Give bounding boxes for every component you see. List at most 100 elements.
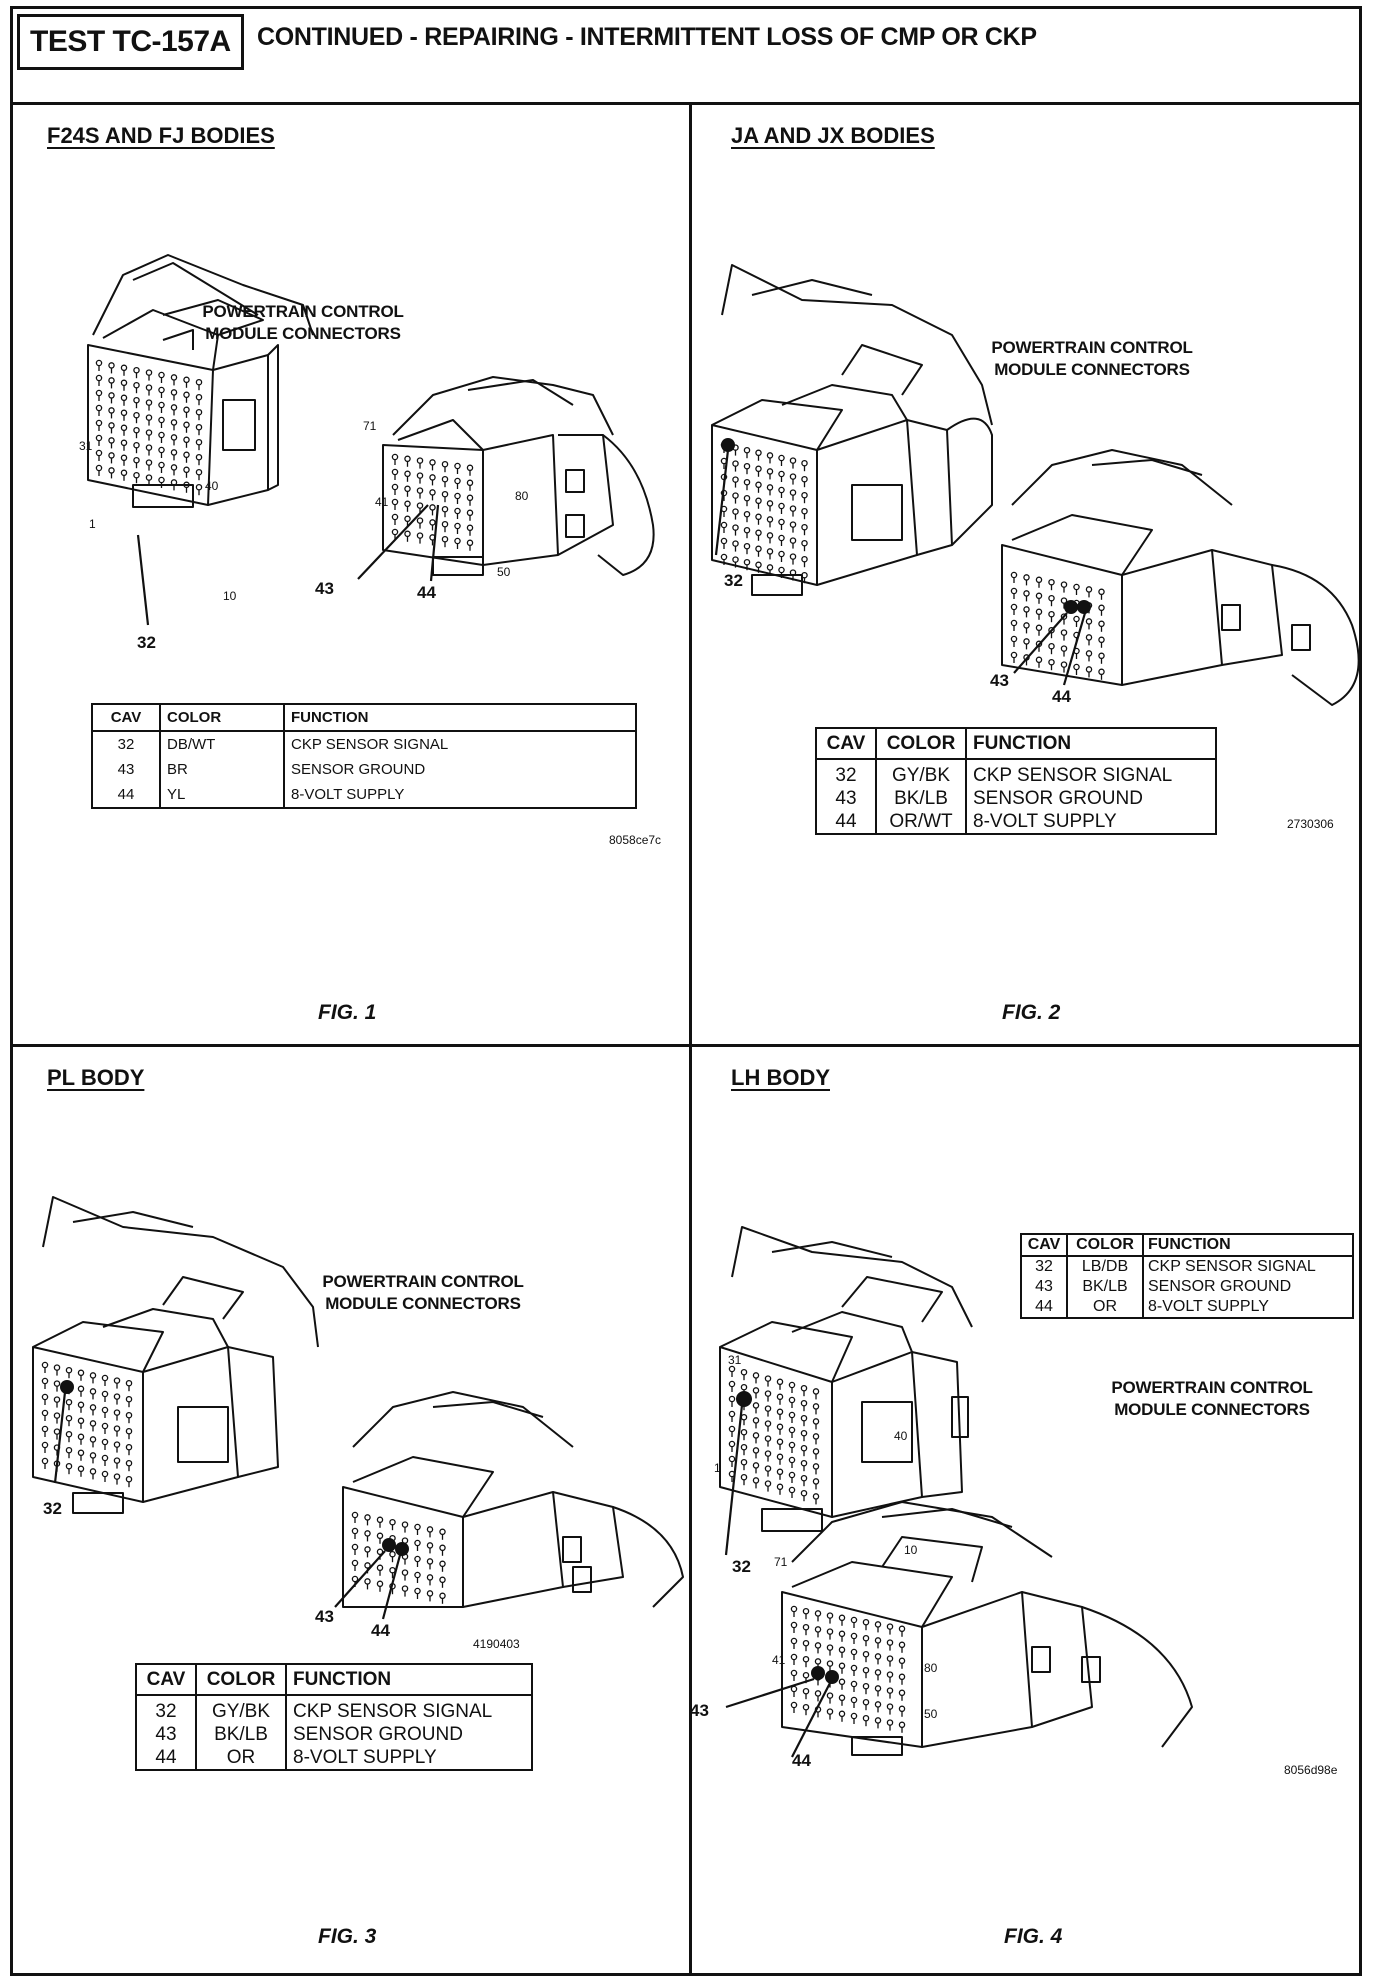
connector-pin bbox=[838, 1614, 846, 1622]
connector-pin bbox=[802, 1639, 810, 1647]
connector-pin bbox=[466, 539, 474, 547]
connector-pin bbox=[426, 1574, 434, 1581]
connector-pin bbox=[41, 1425, 49, 1433]
connector-pin bbox=[1098, 636, 1105, 644]
connector-pin bbox=[439, 1576, 446, 1584]
connector-pin bbox=[850, 1616, 858, 1624]
connector-pin bbox=[439, 1528, 446, 1536]
connector-pin bbox=[77, 1369, 85, 1377]
connector-pin bbox=[133, 366, 140, 374]
connector-pin bbox=[77, 1449, 85, 1457]
callout-label: 44 bbox=[792, 1751, 811, 1770]
connector-pin bbox=[145, 399, 153, 406]
pin-label: 10 bbox=[223, 589, 237, 603]
pin-label: 80 bbox=[924, 1661, 938, 1675]
connector-pin bbox=[416, 472, 424, 479]
pin-label: 50 bbox=[497, 565, 511, 579]
pin-grid bbox=[41, 1361, 133, 1488]
figure-label: FIG. 2 bbox=[1002, 1001, 1061, 1024]
connector-pin bbox=[183, 451, 190, 459]
connector-pin bbox=[801, 475, 808, 483]
connector-pin bbox=[389, 1566, 396, 1574]
connector-pin bbox=[1035, 576, 1043, 584]
connector-pin bbox=[838, 1678, 846, 1686]
connector-pin bbox=[886, 1671, 894, 1678]
connector-pin bbox=[195, 483, 203, 491]
cavity-table: CAV COLOR FUNCTION 32 GY/BK CKP SENSOR S… bbox=[815, 727, 1217, 835]
connector-pin bbox=[466, 509, 474, 517]
connector-pin bbox=[404, 485, 411, 493]
connector-pin bbox=[95, 449, 103, 457]
connector-pin bbox=[170, 419, 178, 426]
connector-pin bbox=[764, 1375, 772, 1382]
connector-pin bbox=[454, 492, 461, 500]
connector-pin bbox=[1048, 610, 1055, 618]
connector-pin bbox=[790, 1637, 798, 1645]
connector-pin bbox=[740, 1458, 748, 1466]
connector-pin bbox=[125, 1475, 133, 1483]
connector-pin bbox=[158, 416, 165, 424]
connector-pin bbox=[743, 510, 751, 518]
connector-pin bbox=[108, 362, 115, 369]
connector-pin bbox=[789, 505, 797, 512]
connector-pin bbox=[113, 1409, 121, 1416]
connector-label: POWERTRAIN CONTROL MODULE CONNECTORS bbox=[322, 1272, 524, 1313]
connector-pin bbox=[41, 1409, 49, 1417]
connector-pin bbox=[195, 408, 203, 416]
connector-pin bbox=[743, 494, 751, 502]
connector-pin bbox=[364, 1530, 371, 1537]
connector-pin bbox=[108, 437, 115, 444]
connector-pin bbox=[404, 470, 411, 478]
connector-pin bbox=[65, 1446, 73, 1454]
connector-pin bbox=[732, 460, 739, 467]
connector-pin bbox=[414, 1571, 421, 1579]
connector-pin bbox=[158, 386, 165, 394]
connector-pin bbox=[89, 1420, 97, 1427]
connector-pin bbox=[101, 1454, 109, 1462]
connector-pin bbox=[814, 1658, 822, 1665]
connector-pin bbox=[886, 1639, 894, 1646]
connector-pin bbox=[95, 389, 103, 397]
connector-pin bbox=[898, 1705, 906, 1713]
connector-pin bbox=[790, 1669, 798, 1677]
connector-pin bbox=[764, 1435, 772, 1442]
figure-4-panel: LH BODY CAV COLOR FUNCTION 32 LB/DB CKP … bbox=[690, 1047, 1365, 1973]
connector-pin bbox=[755, 481, 762, 489]
connector-pin bbox=[874, 1621, 882, 1628]
connector-pin bbox=[800, 1414, 808, 1422]
connector-pin bbox=[404, 455, 411, 463]
connector-pin bbox=[1010, 635, 1018, 643]
connector-pin bbox=[454, 537, 461, 545]
connector-pin bbox=[439, 1560, 446, 1568]
connector-pin bbox=[764, 1465, 772, 1472]
connector-pin bbox=[862, 1682, 870, 1690]
connector-pin bbox=[766, 548, 774, 555]
connector-pin bbox=[740, 1473, 748, 1481]
connector-pin bbox=[158, 431, 165, 439]
connector-pin bbox=[826, 1644, 834, 1651]
connector-pin bbox=[801, 491, 808, 499]
table-row: 44 OR 8-VOLT SUPPLY bbox=[1021, 1297, 1353, 1318]
connector-pin bbox=[158, 401, 165, 409]
connector-pin bbox=[439, 1592, 446, 1600]
connector-pin bbox=[862, 1714, 870, 1722]
connector-pin bbox=[743, 462, 751, 470]
connector-pin bbox=[1085, 666, 1093, 673]
pin-label: 41 bbox=[772, 1653, 786, 1667]
connector-pin bbox=[1010, 651, 1018, 659]
connector-pin bbox=[404, 530, 411, 538]
callout-label: 44 bbox=[417, 583, 436, 602]
figure-code: 8056d98e bbox=[1284, 1763, 1338, 1777]
figure-code: 4190403 bbox=[473, 1637, 520, 1651]
callout-label: 44 bbox=[371, 1621, 390, 1640]
connector-pin bbox=[1048, 578, 1055, 586]
connector-drawing bbox=[719, 1226, 1193, 1758]
connector-pin bbox=[800, 1429, 808, 1437]
connector-pin bbox=[874, 1637, 882, 1644]
connector-pin bbox=[120, 364, 128, 372]
connector-pin bbox=[778, 550, 785, 558]
connector-pin bbox=[1023, 622, 1030, 629]
connector-pin bbox=[95, 359, 103, 367]
figure-3-panel: PL BODY POWERTRAIN CONTROL MODULE CONNEC… bbox=[13, 1047, 689, 1973]
connector-pin bbox=[113, 1441, 121, 1448]
